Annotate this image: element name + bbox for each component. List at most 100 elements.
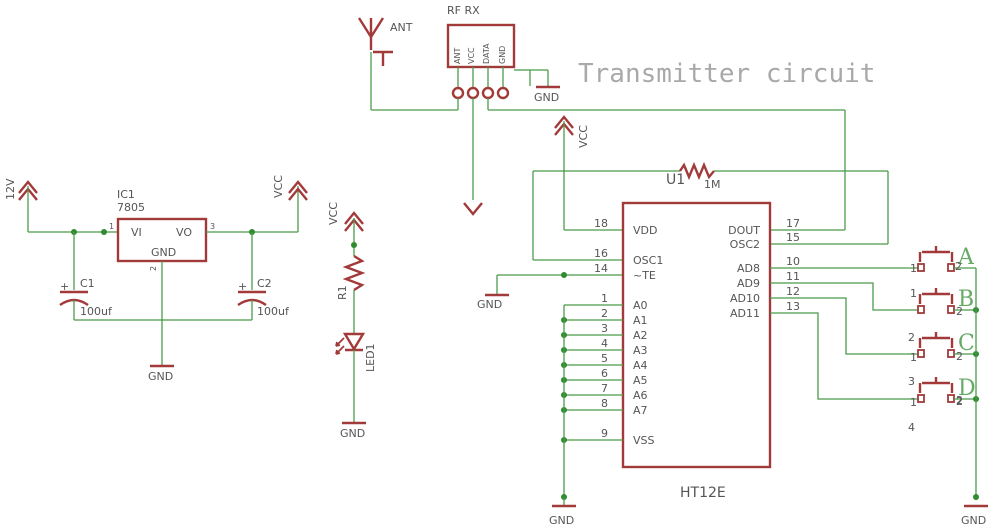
switch-label: D — [958, 376, 976, 401]
switch-pin-number: 2 — [956, 395, 963, 408]
decoder-pin-number: 7 — [601, 382, 608, 395]
decoder-pin-number: 13 — [786, 300, 800, 313]
led-vcc-label: VCC — [327, 202, 340, 225]
switch-label: A — [957, 245, 975, 270]
decoder-pin-number: 14 — [594, 262, 608, 275]
push-button-c: C — [770, 297, 979, 358]
decoder-pin-label: AD11 — [730, 307, 760, 320]
decoder-pin-number: 17 — [786, 217, 800, 230]
r1-ref: R1 — [336, 285, 349, 300]
led-gnd-label: GND — [340, 427, 365, 440]
c1-plus: + — [60, 280, 69, 293]
decoder-pin-number: 6 — [601, 367, 608, 380]
switch-pin-number: 2 — [955, 260, 962, 273]
decoder-pin-number: 4 — [601, 337, 608, 350]
regulator-ic1: IC1 7805 VI VO GND 1 3 2 — [109, 188, 215, 271]
ic1-pin1-num: 1 — [109, 222, 114, 231]
te-gnd-label: GND — [477, 298, 502, 311]
decoder-pin-number: 8 — [601, 397, 608, 410]
decoder-pin-a2: 3A2 — [561, 322, 648, 342]
switch-label: B — [958, 287, 974, 312]
regulator-section: 12V IC1 7805 VI VO GND 1 3 2 VCC — [4, 175, 308, 383]
c1-ref: C1 — [80, 277, 95, 290]
decoder-pin-label: DOUT — [728, 224, 760, 237]
decoder-pin-label: A6 — [633, 389, 648, 402]
switch-pin-number: 1 — [910, 287, 917, 300]
decoder-pin-label: A5 — [633, 374, 648, 387]
decoder-pin-label: A7 — [633, 404, 648, 417]
decoder-pin-a0: 1A0 — [564, 292, 648, 312]
switch-pin-number: 3 — [908, 375, 915, 388]
ic1-pin-vi: VI — [131, 226, 142, 239]
decoder-pin-label: VDD — [633, 224, 657, 237]
push-button-d: D — [770, 312, 979, 403]
switch-pin-number: 2 — [956, 394, 963, 407]
switch-pin-number: 4 — [908, 421, 915, 434]
decoder-pin-label: OSC2 — [730, 238, 760, 251]
rf-module-name: RF RX — [447, 4, 480, 17]
push-button-a: A — [770, 245, 976, 272]
supply-vcc-out-label: VCC — [272, 175, 285, 198]
decoder-pin-label: A0 — [633, 299, 648, 312]
switch-pin-number: 2 — [956, 350, 963, 363]
c1-value: 100uf — [80, 305, 113, 318]
ic1-pin2-num: 2 — [149, 266, 158, 271]
decoder-pin-number: 16 — [594, 247, 608, 260]
schematic-title: Transmitter circuit — [578, 59, 875, 89]
led-indicator-branch: VCC R1 LED1 GND — [327, 202, 377, 440]
decoder-pin-label: AD10 — [730, 292, 760, 305]
decoder-pin-label: VSS — [633, 434, 655, 447]
c2-value: 100uf — [257, 305, 290, 318]
rf-pin-data: DATA — [482, 43, 491, 64]
supply-12v-symbol: 12V — [4, 178, 38, 232]
supply-12v-label: 12V — [4, 178, 17, 200]
rf-module: ANT RF RX ANT VCC DATA GND GND — [357, 4, 845, 216]
decoder-pin-number: 18 — [594, 217, 608, 230]
decoder-ic-section: VCC U1 1M GND HT12E 18VDD16OSC114~TE1A02… — [477, 110, 889, 527]
decoder-pin-a3: 4A3 — [561, 337, 648, 357]
led1-ref: LED1 — [364, 343, 377, 372]
switch-pin-number: 1 — [910, 262, 917, 275]
ic1-pin-gnd: GND — [151, 246, 176, 259]
decoder-pin-te: 14~TE — [594, 262, 656, 282]
ic1-ref: IC1 — [117, 188, 135, 201]
ic1-pin3-num: 3 — [210, 222, 215, 231]
decoder-pin-a5: 6A5 — [561, 367, 648, 387]
decoder-pin-number: 15 — [786, 231, 800, 244]
decoder-pin-number: 10 — [786, 255, 800, 268]
regulator-gnd-label: GND — [148, 370, 173, 383]
decoder-pin-number: 2 — [601, 307, 608, 320]
osc-resistor-value: 1M — [704, 178, 721, 191]
ic1-pin-vo: VO — [176, 226, 192, 239]
decoder-pin-number: 9 — [601, 427, 608, 440]
decoder-name: HT12E — [680, 485, 726, 501]
rf-pin-ant: ANT — [453, 48, 462, 64]
decoder-pin-a7: 8A7 — [561, 397, 648, 417]
decoder-pin-label: AD8 — [737, 262, 760, 275]
decoder-pin-number: 11 — [786, 270, 800, 283]
rf-pin-vcc: VCC — [467, 47, 476, 64]
decoder-pin-number: 1 — [601, 292, 608, 305]
c2-ref: C2 — [257, 277, 272, 290]
switch-pin-number: 2 — [956, 305, 963, 318]
switch-label: C — [958, 331, 975, 356]
switch-gnd-label: GND — [961, 514, 986, 527]
capacitor-c1: + C1 100uf — [59, 232, 113, 320]
decoder-pin-label: A1 — [633, 314, 648, 327]
c2-plus: + — [238, 280, 247, 293]
decoder-pin-label: A3 — [633, 344, 648, 357]
decoder-gnd-label: GND — [549, 514, 574, 527]
decoder-pin-a1: 2A1 — [561, 307, 648, 327]
capacitor-c2: + C2 100uf — [237, 232, 290, 320]
switch-pin-number: 1 — [910, 351, 917, 364]
